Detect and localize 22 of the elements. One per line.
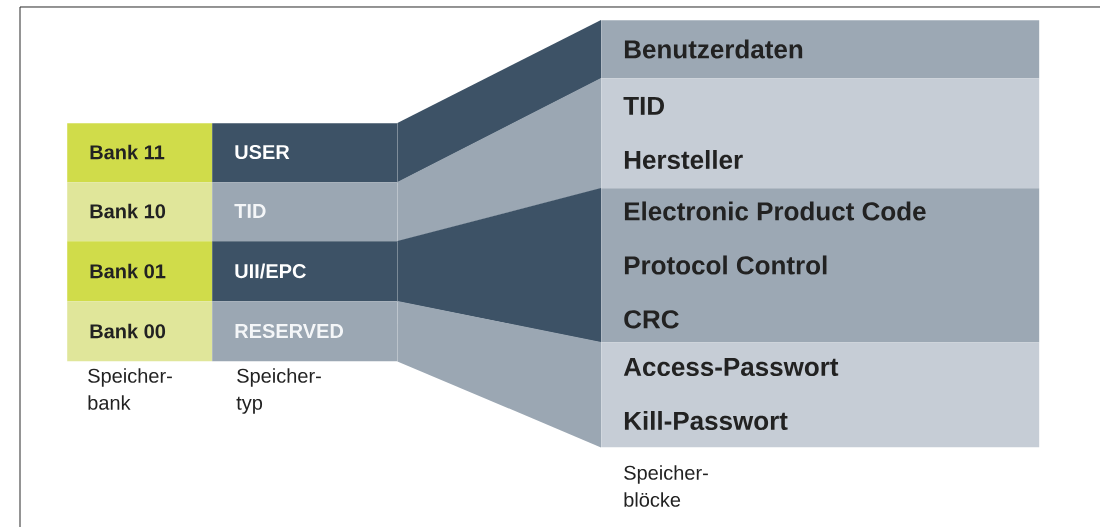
connector-band [397, 188, 601, 343]
node-label: RESERVED [235, 323, 344, 339]
connector-band [397, 78, 601, 242]
node-label: TID [234, 204, 266, 218]
connector-band [397, 20, 601, 183]
connector-band [397, 301, 601, 448]
caption-text: Speicher- typ [236, 368, 321, 414]
node-label: USER [235, 144, 290, 160]
block-panel: Access-Passwort Kill-Passwort [601, 342, 1040, 448]
type-cell: USER [212, 123, 398, 183]
bank-cell: Bank 00 [67, 301, 213, 362]
type-cell: TID [212, 182, 398, 242]
bank-cell: Bank 11 [67, 123, 213, 183]
bank-cell: Bank 10 [67, 182, 213, 242]
block-panel: Benutzerdaten [601, 20, 1040, 79]
bank-cell: Bank 01 [67, 241, 213, 302]
block-panel: TID Hersteller [601, 78, 1040, 189]
caption-text: Speicher- bank [88, 368, 172, 410]
node-label: UII/EPC [235, 263, 306, 279]
type-cell: RESERVED [212, 301, 398, 362]
type-cell: UII/EPC [212, 241, 398, 302]
block-panel: Electronic Product Code Protocol Control CRC [601, 188, 1040, 343]
